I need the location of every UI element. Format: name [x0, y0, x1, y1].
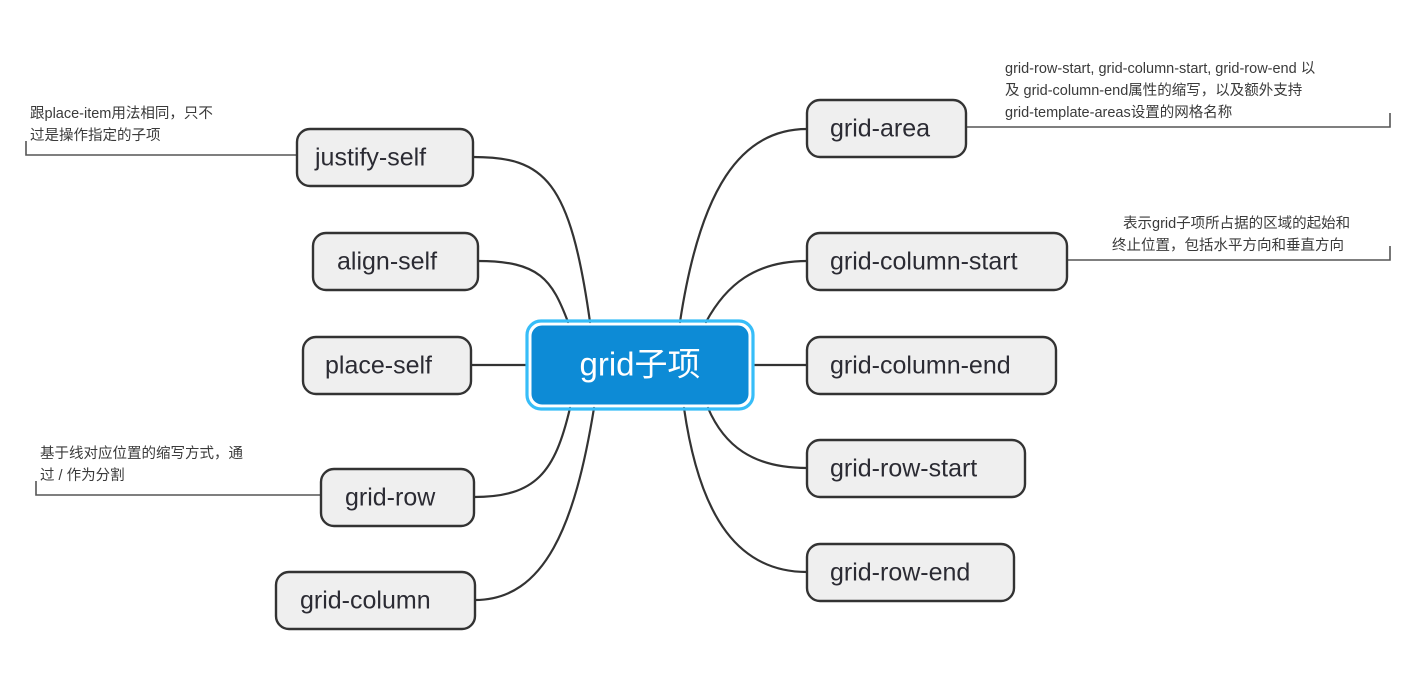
- connector-grid-row: [472, 406, 572, 499]
- annotation-grid-column-start: 表示grid子项所占据的区域的起始和 终止位置，包括水平方向和垂直方向: [1067, 215, 1391, 261]
- annotation-justify-self-line: [25, 141, 297, 156]
- annotation-grid-area-line-1: grid-row-start, grid-column-start, grid-…: [1005, 61, 1315, 77]
- node-grid-column[interactable]: grid-column: [274, 570, 477, 631]
- node-grid-column-label: grid-column: [300, 587, 431, 615]
- annotation-justify-self-line-2: 过是操作指定的子项: [30, 127, 161, 144]
- node-grid-column-end-box[interactable]: [805, 335, 1058, 396]
- node-place-self-box[interactable]: [301, 335, 473, 396]
- connector-grid-column-start: [704, 259, 809, 324]
- node-grid-column-end-label: grid-column-end: [830, 352, 1011, 380]
- root-node[interactable]: grid子项: [525, 319, 755, 411]
- node-align-self[interactable]: align-self: [311, 231, 480, 292]
- node-grid-area[interactable]: grid-area: [805, 98, 968, 159]
- root-node-label: grid子项: [579, 346, 700, 383]
- connector-group-right: [678, 127, 809, 574]
- connector-grid-row-end: [682, 406, 809, 574]
- connector-grid-column: [473, 406, 596, 602]
- node-grid-area-label: grid-area: [830, 115, 930, 143]
- node-grid-area-box[interactable]: [805, 98, 968, 159]
- root-node-box[interactable]: [531, 325, 749, 405]
- node-align-self-label: align-self: [337, 248, 437, 276]
- connector-group-left: [469, 155, 596, 602]
- annotation-justify-self-line-1: 跟place-item用法相同，只不: [30, 105, 213, 122]
- annotation-grid-row-line-2: 过 / 作为分割: [40, 467, 125, 484]
- node-justify-self[interactable]: justify-self: [295, 127, 475, 188]
- node-place-self-label: place-self: [325, 352, 432, 380]
- annotation-justify-self: 跟place-item用法相同，只不 过是操作指定的子项: [25, 105, 297, 156]
- connector-justify-self: [471, 155, 592, 324]
- node-align-self-box[interactable]: [311, 231, 480, 292]
- node-grid-row-box[interactable]: [319, 467, 476, 528]
- annotation-grid-area-line-3: grid-template-areas设置的网格名称: [1005, 104, 1232, 121]
- connector-grid-area: [678, 127, 809, 324]
- annotation-grid-column-start-line-1: 表示grid子项所占据的区域的起始和: [1123, 215, 1350, 232]
- node-grid-column-end[interactable]: grid-column-end: [805, 335, 1058, 396]
- annotation-grid-row: 基于线对应位置的缩写方式，通 过 / 作为分割: [35, 444, 321, 496]
- node-grid-row-start-label: grid-row-start: [830, 455, 977, 483]
- node-place-self[interactable]: place-self: [301, 335, 473, 396]
- connector-grid-row-start: [706, 406, 809, 470]
- node-grid-row[interactable]: grid-row: [319, 467, 476, 528]
- node-grid-row-label: grid-row: [345, 484, 436, 512]
- annotation-grid-column-start-line: [1067, 246, 1391, 261]
- root-node-outline: [525, 319, 755, 411]
- annotation-grid-area: grid-row-start, grid-column-start, grid-…: [966, 61, 1391, 128]
- node-grid-column-box[interactable]: [274, 570, 477, 631]
- node-grid-row-start-box[interactable]: [805, 438, 1027, 499]
- node-grid-column-start[interactable]: grid-column-start: [805, 231, 1069, 292]
- node-grid-row-start[interactable]: grid-row-start: [805, 438, 1027, 499]
- annotation-grid-row-line: [35, 481, 321, 496]
- connector-align-self: [476, 259, 570, 324]
- annotation-grid-area-line: [966, 113, 1391, 128]
- node-grid-column-start-box[interactable]: [805, 231, 1069, 292]
- node-grid-row-end[interactable]: grid-row-end: [805, 542, 1016, 603]
- node-grid-row-end-box[interactable]: [805, 542, 1016, 603]
- node-justify-self-label: justify-self: [314, 144, 426, 172]
- node-grid-column-start-label: grid-column-start: [830, 248, 1018, 276]
- annotation-grid-row-line-1: 基于线对应位置的缩写方式，通: [40, 444, 243, 462]
- node-justify-self-box[interactable]: [295, 127, 475, 188]
- annotation-grid-area-line-2: 及 grid-column-end属性的缩写，以及额外支持: [1005, 82, 1302, 99]
- node-grid-row-end-label: grid-row-end: [830, 559, 970, 587]
- annotation-grid-column-start-line-2: 终止位置，包括水平方向和垂直方向: [1112, 237, 1344, 254]
